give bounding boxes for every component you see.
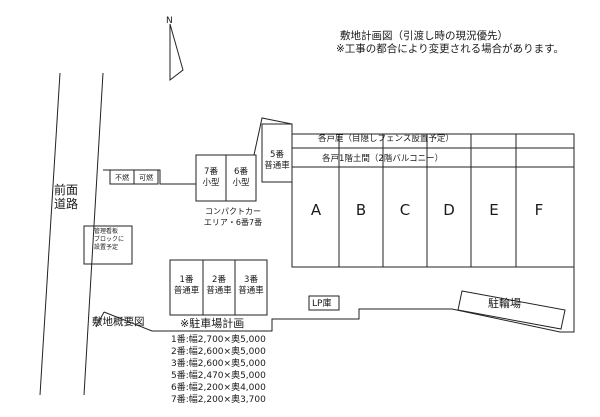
stall-number: 5番 [270,150,284,160]
road-edge-right [83,72,104,396]
stall-number: 1番 [179,275,194,285]
stall-type: 普通車 [206,286,232,296]
parking-spec-1: 1番:幅2,700×奥5,000 [171,335,266,345]
signboard-line2: ブロックに [94,236,125,243]
plan-note-title: 敷地計画図（引渡し時の現況優先） [340,30,508,42]
bin-burnable-label: 可燃 [139,174,153,182]
bicycle-parking-label: 駐輪場 [488,297,521,310]
plan-note-subtitle: ※工事の都合により変更される場合があります。 [336,43,565,55]
road-label-line2: 道路 [54,197,79,211]
parking-spec-2: 2番:幅2,600×奥5,000 [171,347,266,357]
dirt-floor-label: 各戸1階土間（2階バルコニー） [322,154,444,164]
compact-area-line1: コンパクトカー [205,207,261,216]
stall-number: 2番 [212,275,226,285]
stall-type: 普通車 [173,286,200,296]
unit-c: C [399,201,411,219]
building-outline [291,133,575,268]
stall-1: 1番 普通車 [170,275,203,297]
unit-a: A [310,201,322,219]
road-label: 前面 道路 [54,183,78,211]
stall-7: 7番 小型 [196,167,226,189]
garden-label: 各戸庭（目隠しフェンス設置予定） [318,134,454,144]
stall-3-outline [234,259,268,316]
stall-2: 2番 普通車 [203,275,235,297]
signboard-note: 管理看板 ブロックに 設置予定 [94,228,124,252]
parking-plan-title: ※駐車場計画 [180,317,245,330]
signboard-block [83,225,133,265]
lp-storage-box [308,295,340,311]
unit-d: D [443,201,455,219]
lp-storage-label: LP庫 [312,299,332,309]
bicycle-parking-box [457,290,566,330]
stall-number: 7番 [204,167,218,177]
road-edge-left [39,72,61,396]
stall-number: 6番 [234,167,248,177]
stall-number: 3番 [244,275,258,285]
signboard-line1: 管理看板 [94,228,119,235]
stall-6: 6番 小型 [226,167,256,189]
site-boundary-lower-left [95,311,105,328]
unit-b: B [355,201,367,219]
stall-type: 小型 [202,178,220,188]
bin-box-burnable [133,169,159,185]
stall-3: 3番 普通車 [235,275,267,297]
stall-5: 5番 普通車 [262,150,292,172]
north-arrow-icon [169,23,184,82]
unit-divider [338,134,517,267]
bin-nonburnable-label: 不燃 [115,174,129,182]
stall-type: 普通車 [238,286,264,296]
parking-spec-5: 5番:幅2,470×奥5,000 [171,371,266,381]
parking-spec-7: 7番:幅2,200×奥3,700 [171,395,266,405]
overview-label: 敷地概要図 [92,316,145,328]
unit-e: E [489,201,499,219]
compact-car-area-label: コンパクトカー エリア・6番7番 [197,206,269,228]
north-label: N [166,16,173,26]
road-label-line1: 前面 [54,183,79,197]
compact-area-line2: エリア・6番7番 [203,218,263,227]
stall-type: 小型 [232,178,250,188]
parking-spec-6: 6番:幅2,200×奥4,000 [171,383,266,393]
parking-spec-3: 3番:幅2,600×奥5,000 [171,359,266,369]
stall-6-outline [225,154,257,202]
unit-f: F [534,201,544,219]
signboard-line3: 設置予定 [94,244,119,251]
stall-type: 普通車 [264,161,290,171]
